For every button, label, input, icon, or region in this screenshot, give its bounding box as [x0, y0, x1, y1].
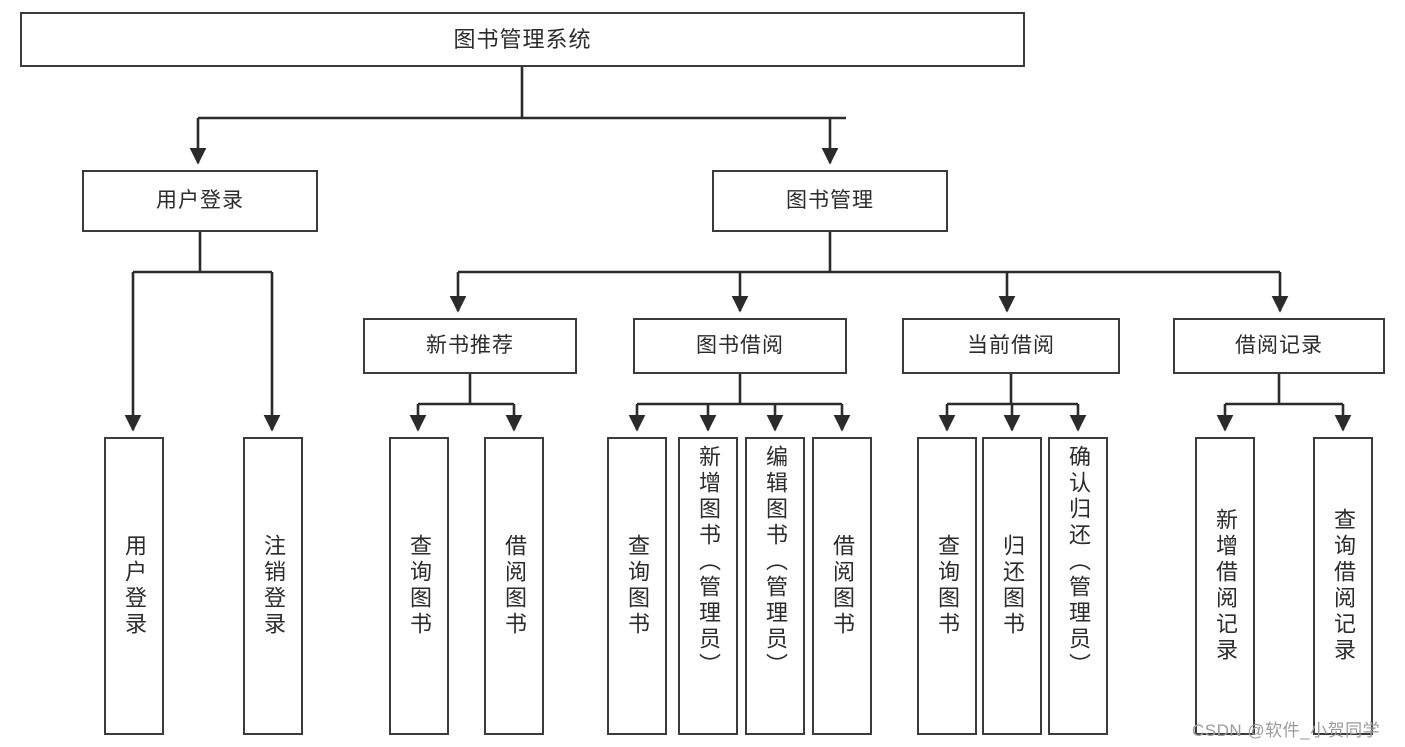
- node-current-borrow[interactable]: 当前借阅: [902, 318, 1120, 374]
- leaf-query-borrow-record-label: 查询借阅记录: [1330, 508, 1356, 664]
- node-book-manage[interactable]: 图书管理: [712, 170, 948, 232]
- node-book-manage-label: 图书管理: [786, 188, 874, 212]
- leaf-borrow-book-recommendation[interactable]: 借阅图书: [484, 437, 544, 735]
- leaf-query-book-current-label: 查询图书: [934, 534, 960, 638]
- leaf-query-book-recommendation-label: 查询图书: [406, 534, 432, 638]
- leaf-logout[interactable]: 注销登录: [243, 437, 303, 735]
- node-new-book-recommendation-label: 新书推荐: [426, 333, 514, 357]
- leaf-query-book-current[interactable]: 查询图书: [917, 437, 977, 735]
- leaf-confirm-return-admin-label: 确认归还（管理员）: [1065, 445, 1091, 679]
- leaf-edit-book-admin-label: 编辑图书（管理员）: [762, 445, 788, 679]
- leaf-query-book-recommendation[interactable]: 查询图书: [389, 437, 449, 735]
- leaf-query-borrow-record[interactable]: 查询借阅记录: [1313, 437, 1373, 735]
- node-current-borrow-label: 当前借阅: [967, 333, 1055, 357]
- leaf-logout-label: 注销登录: [260, 534, 286, 638]
- leaf-add-book-admin[interactable]: 新增图书（管理员）: [678, 437, 738, 735]
- node-root[interactable]: 图书管理系统: [20, 12, 1025, 67]
- leaf-borrow-book-borrow[interactable]: 借阅图书: [812, 437, 872, 735]
- leaf-user-login-label: 用户登录: [121, 534, 147, 638]
- leaf-return-book[interactable]: 归还图书: [982, 437, 1042, 735]
- leaf-confirm-return-admin[interactable]: 确认归还（管理员）: [1048, 437, 1108, 735]
- leaf-borrow-book-recommendation-label: 借阅图书: [501, 534, 527, 638]
- node-user-login[interactable]: 用户登录: [82, 170, 318, 232]
- node-user-login-label: 用户登录: [156, 188, 244, 212]
- node-new-book-recommendation[interactable]: 新书推荐: [363, 318, 577, 374]
- node-borrow-record-label: 借阅记录: [1235, 333, 1323, 357]
- leaf-add-borrow-record[interactable]: 新增借阅记录: [1195, 437, 1255, 735]
- leaf-add-borrow-record-label: 新增借阅记录: [1212, 508, 1238, 664]
- leaf-query-book-borrow[interactable]: 查询图书: [607, 437, 667, 735]
- node-book-borrow[interactable]: 图书借阅: [633, 318, 847, 374]
- leaf-query-book-borrow-label: 查询图书: [624, 534, 650, 638]
- node-book-borrow-label: 图书借阅: [696, 333, 784, 357]
- leaf-borrow-book-borrow-label: 借阅图书: [829, 534, 855, 638]
- leaf-edit-book-admin[interactable]: 编辑图书（管理员）: [745, 437, 805, 735]
- csdn-watermark: CSDN @软件_小贺同学: [1192, 721, 1381, 740]
- leaf-return-book-label: 归还图书: [999, 534, 1025, 638]
- node-borrow-record[interactable]: 借阅记录: [1173, 318, 1385, 374]
- node-root-label: 图书管理系统: [453, 26, 592, 52]
- leaf-user-login[interactable]: 用户登录: [104, 437, 164, 735]
- leaf-add-book-admin-label: 新增图书（管理员）: [695, 445, 721, 679]
